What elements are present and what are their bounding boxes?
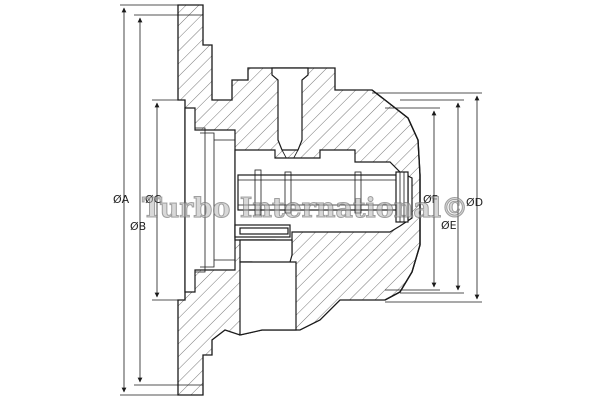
bearing-left: [254, 169, 262, 216]
bearing-mid: [284, 171, 292, 214]
lower-cavity: [239, 239, 293, 266]
bearing-right: [354, 171, 362, 214]
seal-ring-inner: [200, 132, 215, 268]
dim-label-c: ØC: [145, 193, 162, 206]
dim-label-d: ØD: [466, 196, 483, 209]
flange-face-recess: [184, 107, 236, 293]
dim-label-f: ØF: [423, 193, 438, 206]
lower-passage: [239, 261, 297, 336]
inlet-boss-bore: [271, 67, 309, 151]
impeller-hub-plate: [239, 227, 289, 235]
dim-label-b: ØB: [130, 220, 146, 233]
seal-ring-lip: [214, 139, 235, 261]
outlet-cap-outline: [371, 89, 421, 301]
seal-ring: [195, 127, 206, 273]
shaft-end-ring: [395, 171, 409, 223]
watermark-text: Turbo International©: [142, 193, 468, 224]
dim-label-a: ØA: [113, 193, 130, 206]
dim-label-e: ØE: [441, 219, 457, 232]
shaft-end-ring-detail: [399, 172, 405, 222]
